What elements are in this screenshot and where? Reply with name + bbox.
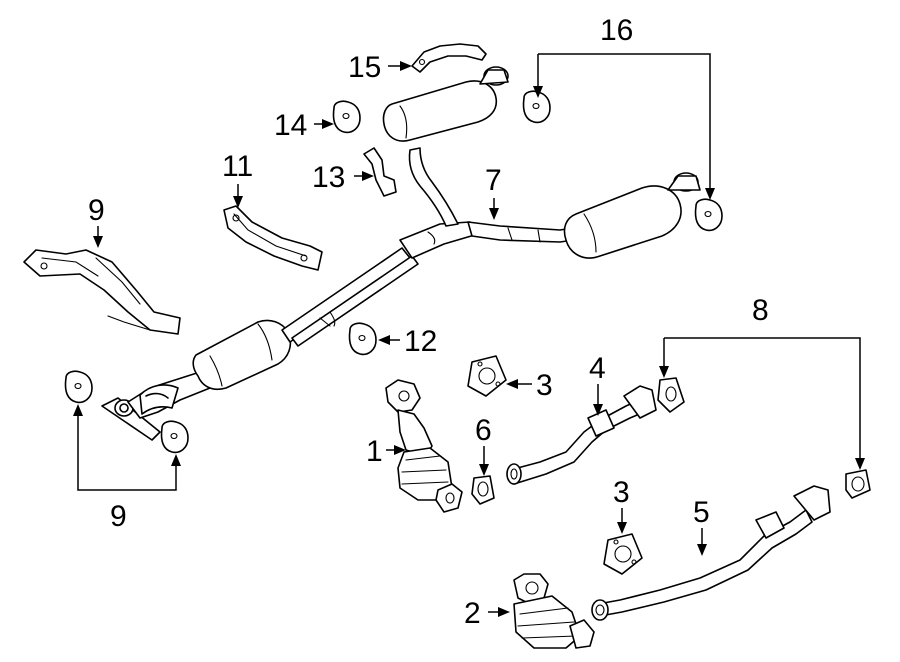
callout-3b: 3 — [613, 476, 630, 509]
callout-9: 9 — [88, 194, 105, 227]
part-9-bracket — [23, 249, 181, 335]
part-11-bracket — [223, 205, 323, 271]
callout-2: 2 — [464, 597, 481, 630]
callout-4: 4 — [589, 352, 606, 385]
callout-labels: 16 15 14 11 13 7 9 8 12 4 3 6 1 3 5 9 2 — [88, 14, 769, 630]
part-1-converter — [385, 379, 463, 513]
callout-15: 15 — [348, 51, 381, 84]
part-8-gasket-right — [845, 469, 871, 499]
part-10-isolator-right — [160, 420, 189, 454]
part-12-isolator — [348, 322, 377, 356]
callout-8: 8 — [752, 294, 769, 327]
part-14-isolator — [332, 100, 361, 134]
leader-lines — [73, 53, 865, 617]
callout-1: 1 — [366, 435, 383, 468]
callout-7: 7 — [485, 164, 502, 197]
part-3-gasket-upper — [467, 355, 507, 397]
callout-10: 9 — [110, 500, 127, 533]
callout-14: 14 — [274, 109, 307, 142]
part-5-pipe — [591, 485, 831, 621]
callout-5: 5 — [693, 496, 710, 529]
callout-3a: 3 — [536, 369, 553, 402]
part-10-isolator-left — [64, 370, 93, 404]
part-16-isolator-lower — [694, 198, 723, 232]
part-3-gasket-lower — [603, 533, 643, 575]
callout-13: 13 — [312, 161, 345, 194]
part-8-gasket-left — [657, 377, 685, 413]
callout-11: 11 — [222, 150, 253, 183]
part-2-converter — [513, 573, 595, 649]
part-15-bracket — [411, 43, 487, 73]
part-13-hanger — [363, 147, 397, 197]
callout-16: 16 — [600, 14, 633, 47]
exhaust-assembly — [101, 66, 701, 441]
part-16-isolator-upper — [522, 90, 551, 124]
callout-6: 6 — [475, 414, 492, 447]
part-6-gasket — [471, 475, 495, 505]
part-4-pipe — [506, 385, 657, 485]
callout-12: 12 — [404, 325, 437, 358]
